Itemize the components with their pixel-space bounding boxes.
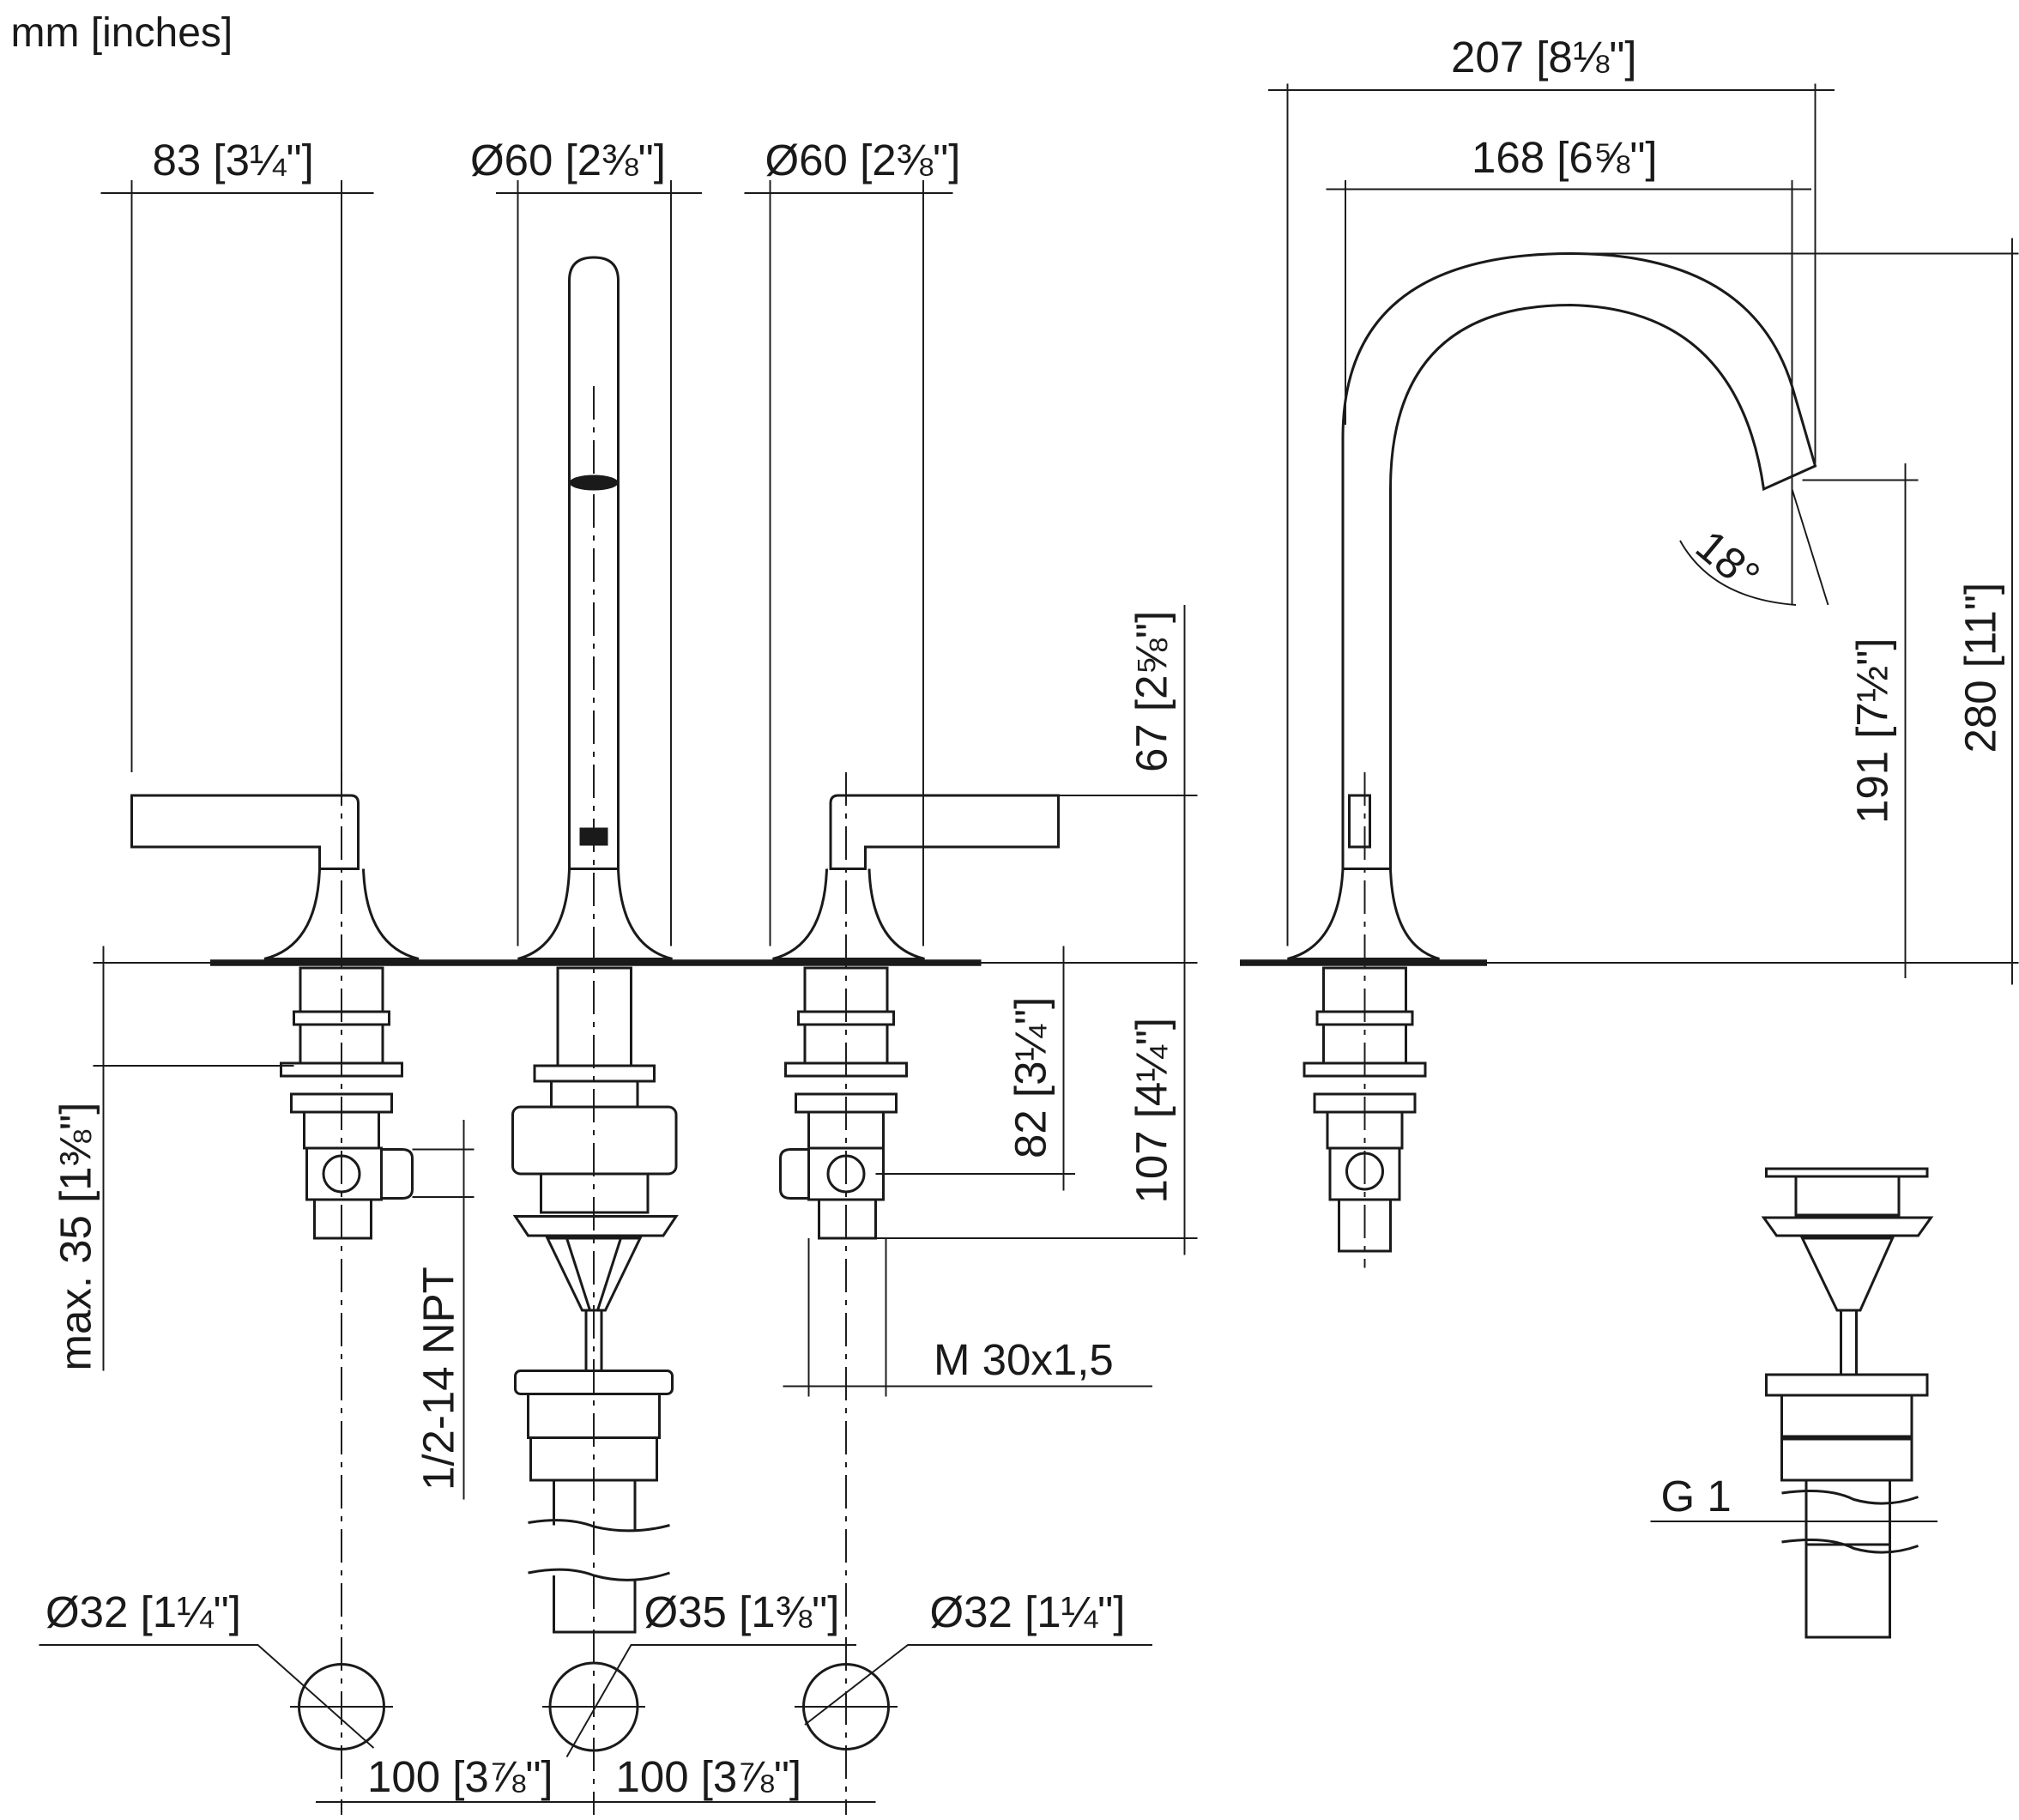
side-valve	[1303, 966, 1427, 1253]
dim-spout-diameter: Ø60 [2⅜"]	[470, 136, 666, 184]
front-view	[39, 256, 1152, 1815]
dim-connection-depth: 107 [4¼"]	[1127, 1018, 1176, 1204]
dim-outlet-height: 191 [7½"]	[1848, 638, 1897, 824]
dim-center-hole: Ø35 [1⅜"]	[644, 1587, 840, 1636]
dim-drain-thread: G 1	[1661, 1472, 1732, 1521]
dim-max-deck-thickness: max. 35 [1⅜"]	[51, 1103, 100, 1371]
left-handle	[130, 794, 420, 960]
spout-front	[517, 256, 673, 960]
dim-spout-reach-total: 207 [8⅛"]	[1451, 33, 1637, 82]
side-lever	[1348, 794, 1371, 849]
dim-valve-thread: M 30x1,5	[934, 1335, 1114, 1384]
dim-spacing-left: 100 [3⅞"]	[367, 1752, 553, 1801]
left-valve	[280, 966, 414, 1240]
dimension-lines	[93, 83, 2019, 1803]
dim-spacing-right: 100 [3⅞"]	[616, 1752, 802, 1801]
drain-assembly	[1761, 1167, 1934, 1639]
dim-inlet-thread: 1/2-14 NPT	[414, 1267, 463, 1490]
dim-right-hole: Ø32 [1¼"]	[930, 1587, 1126, 1636]
dim-spout-angle: 18°	[1687, 521, 1769, 601]
dim-left-hole: Ø32 [1¼"]	[45, 1587, 241, 1636]
dim-total-height: 280 [11"]	[1956, 583, 2005, 753]
spout-side	[1287, 251, 1817, 960]
units-label: mm [inches]	[11, 10, 233, 56]
dim-spout-reach: 168 [6⅝"]	[1472, 133, 1658, 182]
right-valve	[779, 966, 908, 1240]
dim-handle-width: 83 [3¼"]	[153, 136, 314, 184]
dim-valve-depth: 82 [3¼"]	[1006, 997, 1055, 1158]
right-handle	[772, 794, 1060, 960]
side-view	[1240, 251, 1934, 1639]
dim-handle-diameter: Ø60 [2⅜"]	[765, 136, 961, 184]
dim-handle-height: 67 [2⅝"]	[1127, 611, 1176, 772]
